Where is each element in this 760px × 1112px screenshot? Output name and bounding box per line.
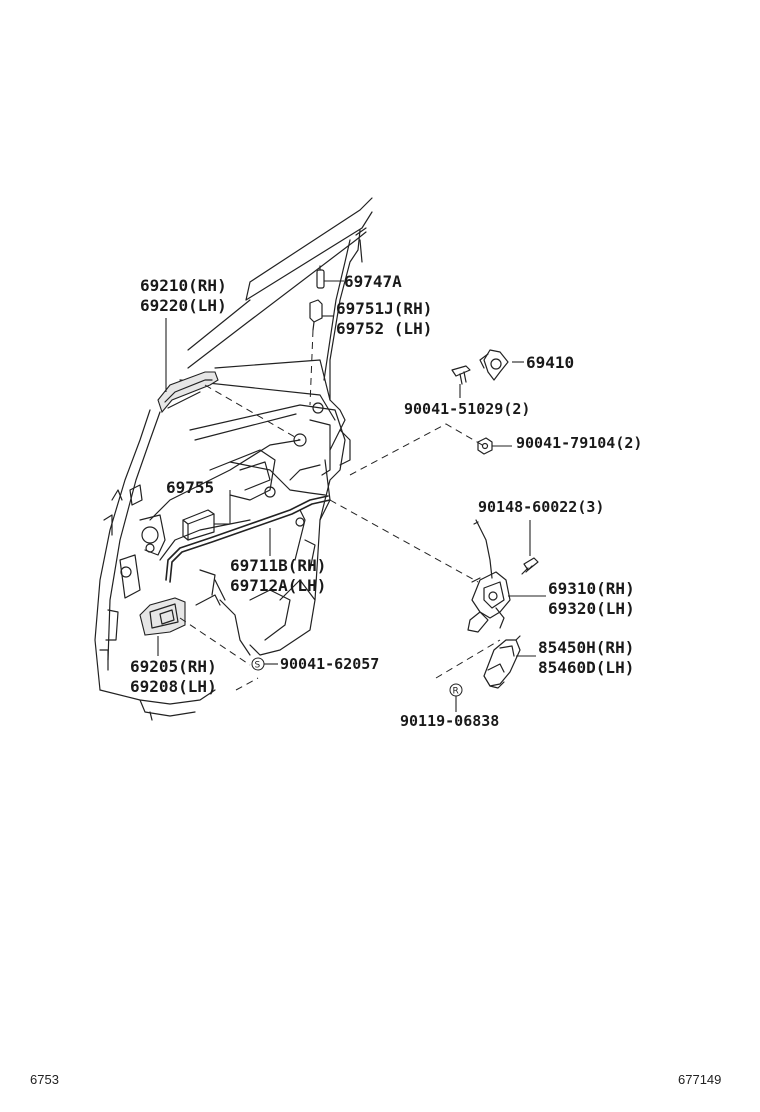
label-90119-06838: 90119-06838: [400, 712, 500, 730]
label-69712a: 69712A(LH): [230, 576, 327, 595]
door-lock-assembly: [467, 519, 511, 633]
actuator-part: [483, 635, 521, 689]
screw-part: [451, 365, 471, 385]
outside-clip-part: [479, 349, 509, 381]
cable-part: [165, 461, 331, 583]
symbol-r: R: [449, 683, 463, 697]
symbol-s: S: [251, 657, 265, 671]
label-69751j: 69751J(RH): [336, 299, 433, 318]
door-inner-panel: [94, 359, 351, 721]
label-90041-51029: 90041-51029(2): [404, 400, 531, 418]
inside-handle-part: [139, 597, 186, 636]
label-69205: 69205(RH): [130, 657, 217, 676]
label-69210: 69210(RH): [140, 276, 227, 295]
symbol-r-text: R: [453, 687, 459, 697]
label-69410: 69410: [526, 353, 575, 372]
label-69711b: 69711B(RH): [230, 556, 327, 575]
footer-left-code: 6753: [30, 1072, 59, 1087]
footer-right-code: 677149: [678, 1072, 722, 1087]
label-69220: 69220(LH): [140, 296, 227, 315]
symbol-s-text: S: [255, 661, 261, 671]
pad-part: [182, 509, 215, 541]
label-90041-62057: 90041-62057: [280, 655, 380, 673]
nut-part: [477, 437, 493, 455]
leader-lines: [157, 280, 546, 712]
label-69310: 69310(RH): [548, 579, 635, 598]
lock-knob-parts: [309, 265, 325, 331]
label-85450h: 85450H(RH): [538, 638, 635, 657]
label-85460d: 85460D(LH): [538, 658, 635, 677]
label-69320: 69320(LH): [548, 599, 635, 618]
label-69208: 69208(LH): [130, 677, 217, 696]
label-69747a: 69747A: [344, 272, 402, 291]
label-69755: 69755: [166, 478, 215, 497]
upper-handle-part: [157, 371, 219, 414]
label-90041-79104: 90041-79104(2): [516, 434, 643, 452]
assembly-dashed-lines: [179, 329, 501, 691]
label-90148-60022: 90148-60022(3): [478, 498, 605, 516]
label-69752: 69752 (LH): [336, 319, 433, 338]
lock-screw-part: [521, 557, 539, 575]
